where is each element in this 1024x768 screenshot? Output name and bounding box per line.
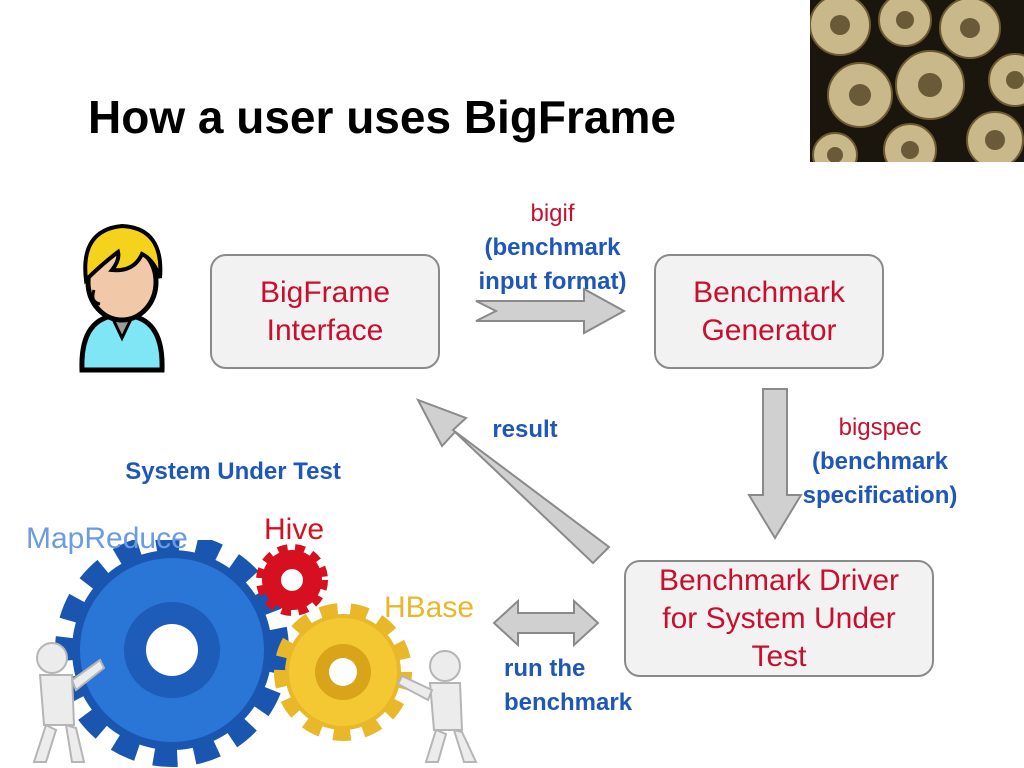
benchmark-generator-line1: Benchmark — [693, 275, 845, 309]
double-arrow — [492, 598, 600, 648]
bigspec-label: bigspec (benchmark specification) — [780, 411, 980, 513]
slide-title: How a user uses BigFrame — [88, 91, 676, 143]
bigframe-interface-box: BigFrame Interface — [210, 254, 440, 369]
blue-gear — [55, 540, 289, 767]
run-benchmark-line2: benchmark — [504, 689, 633, 716]
bigspec-desc-line1: (benchmark — [811, 448, 949, 475]
right-arrow — [475, 287, 627, 335]
benchmark-driver-box: Benchmark Driver for System Under Test — [624, 560, 934, 677]
benchmark-generator-line2: Generator — [701, 313, 837, 347]
down-arrow — [747, 388, 803, 540]
run-benchmark-line1: run the — [504, 655, 586, 682]
hbase-label: HBase — [384, 591, 475, 624]
yellow-gear — [274, 603, 412, 741]
user-avatar-icon — [79, 223, 165, 373]
bigif-desc-line1: (benchmark — [484, 234, 621, 261]
bigif-label: bigif (benchmark input format) — [455, 197, 650, 299]
run-benchmark-label: run the benchmark — [504, 652, 632, 720]
red-gear — [256, 544, 328, 616]
system-under-test-heading: System Under Test — [125, 458, 341, 485]
gears-illustration — [32, 540, 478, 767]
left-figure — [32, 642, 106, 763]
result-label: result — [492, 416, 558, 443]
benchmark-generator-box: Benchmark Generator — [654, 254, 884, 369]
benchmark-driver-line3: Test — [751, 639, 807, 673]
bigframe-interface-line1: BigFrame — [259, 275, 391, 309]
bigframe-interface-line2: Interface — [266, 313, 384, 347]
bigif-desc-line2: input format) — [478, 268, 627, 295]
bigspec-desc-line2: specification) — [802, 482, 958, 509]
gears-photo — [810, 0, 1024, 162]
benchmark-driver-line2: for System Under — [662, 601, 896, 635]
right-figure — [396, 650, 478, 763]
bigspec-name: bigspec — [838, 414, 922, 441]
hive-label: Hive — [264, 513, 325, 546]
mapreduce-label: MapReduce — [26, 522, 188, 555]
benchmark-driver-line1: Benchmark Driver — [658, 563, 900, 597]
bigif-name: bigif — [530, 200, 575, 227]
